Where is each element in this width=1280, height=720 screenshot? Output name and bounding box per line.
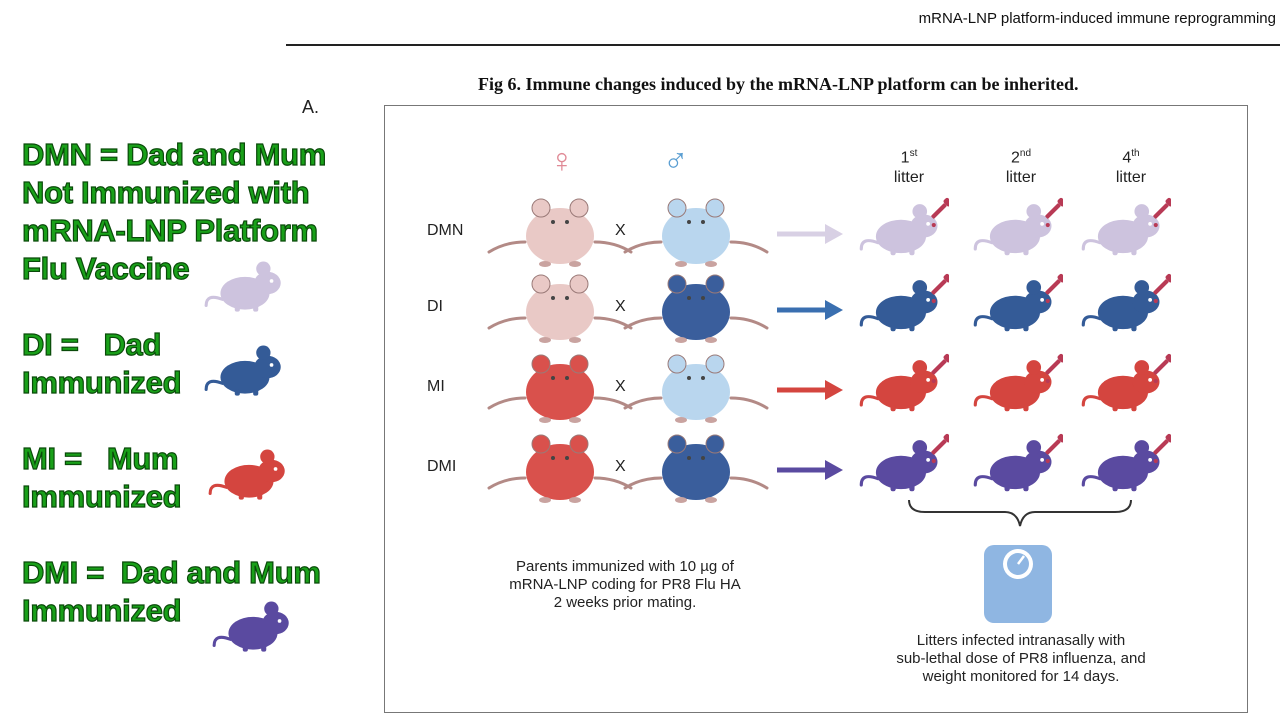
legend-dmi-line-1: DMI = Dad and Mum — [21, 554, 321, 590]
offspring-mouse-di-1 — [859, 273, 949, 332]
offspring-mouse-di-3 — [1081, 273, 1171, 332]
header-rule — [286, 44, 1280, 46]
father-mouse-dmi — [623, 434, 769, 503]
male-symbol-icon: ♂ — [663, 142, 689, 180]
figure-title: Fig 6. Immune changes induced by the mRN… — [478, 74, 1079, 94]
arrow-icon — [777, 380, 843, 400]
legend-mouse-di — [204, 345, 281, 396]
legend-mouse-dmn — [204, 261, 281, 312]
row-label-dmn: DMN — [427, 222, 464, 239]
offspring-mouse-mi-3 — [1081, 353, 1171, 412]
legend-dmn-line-3: mRNA-LNP Platform — [21, 212, 318, 248]
offspring-mouse-dmi-3 — [1081, 433, 1171, 492]
legend-dmn-line-2: Not Immunized with — [21, 174, 310, 210]
father-mouse-di — [623, 274, 769, 343]
offspring-mouse-dmi-2 — [973, 433, 1063, 492]
parents-caption: Parents immunized with 10 µg of mRNA-LNP… — [509, 558, 741, 611]
offspring-mouse-dmi-1 — [859, 433, 949, 492]
offspring-mouse-mi-2 — [973, 353, 1063, 412]
legend-dmi-line-2: Immunized — [21, 592, 182, 628]
legend-mi-line-2: Immunized — [21, 478, 182, 514]
running-header: mRNA-LNP platform-induced immune reprogr… — [918, 10, 1276, 27]
litters-brace — [908, 499, 1132, 527]
arrow-icon — [777, 460, 843, 480]
cross-sign: X — [615, 458, 626, 475]
legend-di-line-2: Immunized — [21, 364, 182, 400]
arrow-icon — [777, 300, 843, 320]
father-mouse-mi — [623, 354, 769, 423]
legend-dmn-line-1: DMN = Dad and Mum — [21, 136, 327, 172]
offspring-mouse-dmn-3 — [1081, 197, 1171, 256]
row-label-dmi: DMI — [427, 458, 457, 475]
row-label-mi: MI — [427, 378, 445, 395]
legend-dmn-line-4: Flu Vaccine — [21, 250, 190, 286]
litters-caption: Litters infected intranasally with sub-l… — [896, 632, 1146, 685]
offspring-mouse-mi-1 — [859, 353, 949, 412]
mother-mouse-dmi — [487, 434, 633, 503]
mother-mouse-dmn — [487, 198, 633, 267]
mother-mouse-mi — [487, 354, 633, 423]
cross-sign: X — [615, 222, 626, 239]
panel-letter: A. — [302, 97, 320, 117]
legend-mouse-mi — [208, 449, 285, 500]
legend-mouse-dmi — [212, 601, 289, 652]
cross-sign: X — [615, 298, 626, 315]
mother-mouse-di — [487, 274, 633, 343]
offspring-mouse-dmn-2 — [973, 197, 1063, 256]
father-mouse-dmn — [623, 198, 769, 267]
legend-mi-line-1: MI = Mum — [21, 440, 179, 476]
offspring-mouse-dmn-1 — [859, 197, 949, 256]
arrow-icon — [777, 224, 843, 244]
weight-scale-icon — [984, 545, 1052, 623]
female-symbol-icon: ♀ — [549, 142, 575, 180]
offspring-mouse-di-2 — [973, 273, 1063, 332]
legend-di-line-1: DI = Dad — [21, 326, 162, 362]
cross-sign: X — [615, 378, 626, 395]
row-label-di: DI — [427, 298, 443, 315]
